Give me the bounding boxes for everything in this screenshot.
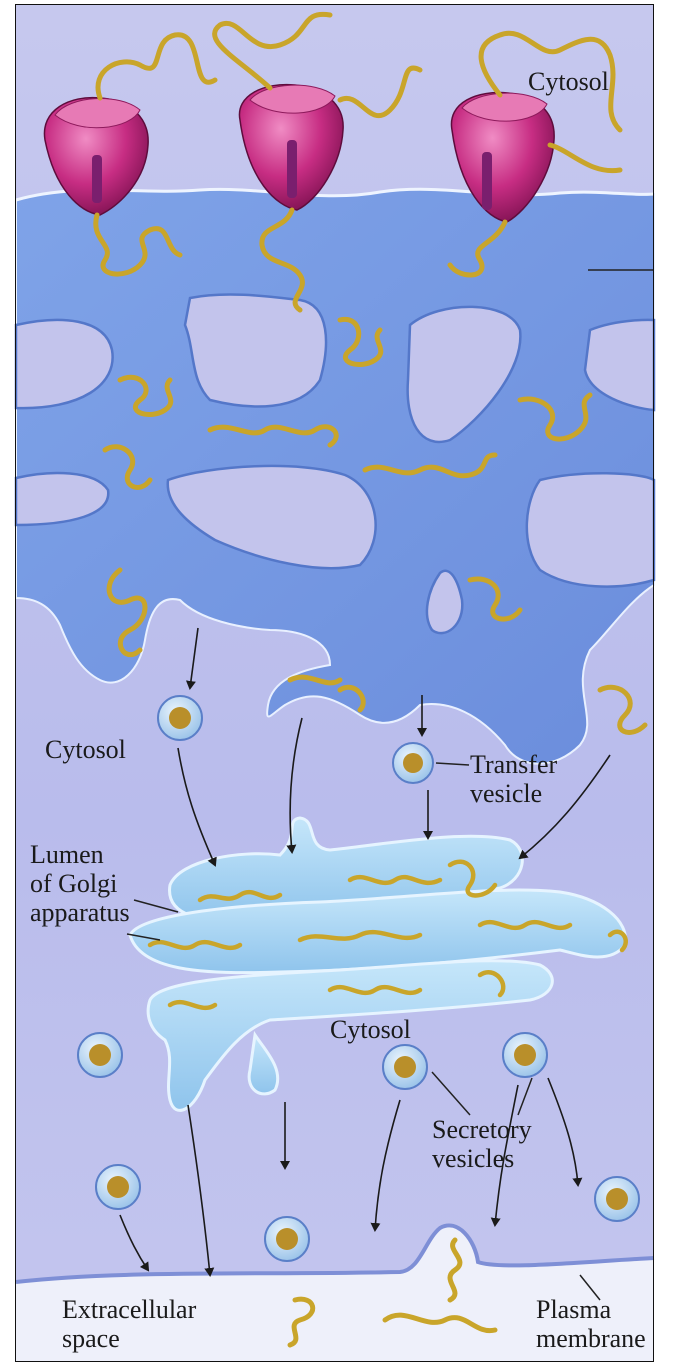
label-transfer-vesicle: Transfer vesicle	[470, 750, 557, 808]
secretory-vesicle-icon	[265, 1217, 309, 1261]
secretory-vesicle-icon	[503, 1033, 547, 1077]
transfer-vesicle-icon	[393, 743, 433, 783]
secretory-vesicle-icon	[78, 1033, 122, 1077]
label-cytosol-mid: Cytosol	[45, 735, 126, 764]
label-secretory-vesicles: Secretory vesicles	[432, 1115, 532, 1173]
label-extracellular-space: Extracellular space	[62, 1295, 196, 1353]
secretory-vesicle-icon	[595, 1177, 639, 1221]
label-cytosol-golgi: Cytosol	[330, 1015, 411, 1044]
label-cytosol-top: Cytosol	[528, 67, 609, 96]
secretory-vesicle-icon	[96, 1165, 140, 1209]
label-plasma-membrane: Plasma membrane	[536, 1295, 646, 1353]
secretory-vesicle-icon	[383, 1045, 427, 1089]
transfer-vesicle-icon	[158, 696, 202, 740]
label-lumen-golgi: Lumen of Golgi apparatus	[30, 840, 130, 927]
